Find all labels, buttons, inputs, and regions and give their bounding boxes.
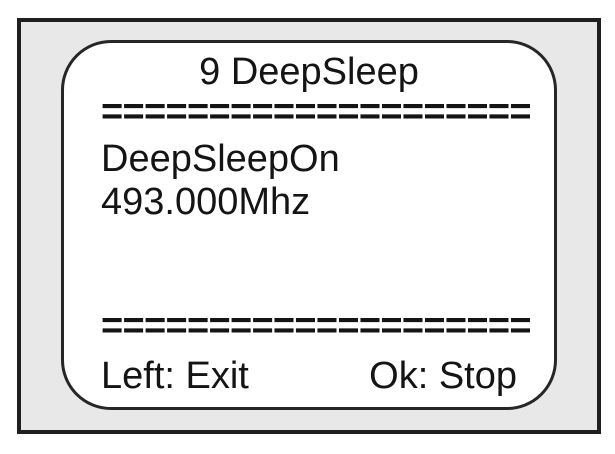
softkey-left-exit[interactable]: Left: Exit — [101, 355, 249, 397]
separator-bottom: ==================== — [101, 307, 531, 345]
device-screen: 9 DeepSleep ==================== DeepSle… — [61, 40, 557, 410]
status-line-deepsleep: DeepSleepOn — [101, 138, 340, 180]
softkey-ok-stop[interactable]: Ok: Stop — [369, 355, 517, 397]
status-line-frequency: 493.000Mhz — [101, 181, 311, 223]
separator-top: ==================== — [101, 93, 531, 131]
device-frame: 9 DeepSleep ==================== DeepSle… — [17, 18, 601, 434]
menu-title: 9 DeepSleep — [199, 51, 419, 93]
softkey-row: Left: Exit Ok: Stop — [101, 357, 517, 395]
